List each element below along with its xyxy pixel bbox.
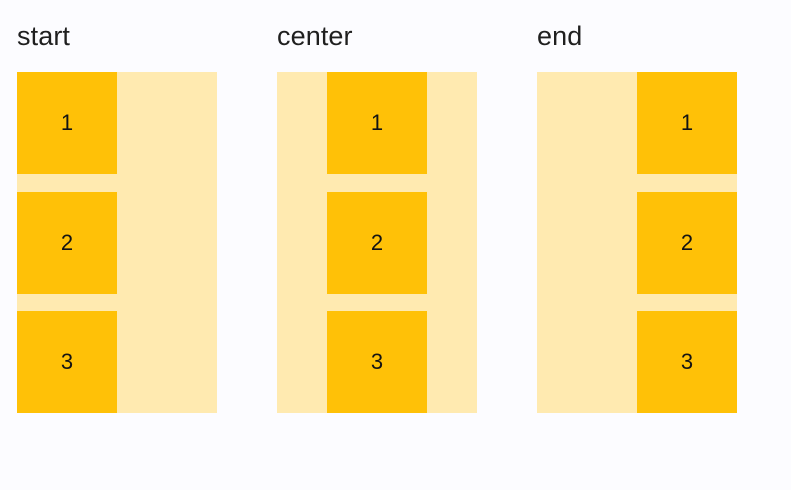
demo-column-center: center 1 2 3: [277, 20, 477, 413]
flex-item: 1: [17, 72, 117, 174]
flex-item: 2: [17, 191, 117, 294]
flex-item: 2: [327, 191, 427, 294]
column-label-center: center: [277, 21, 353, 51]
flex-item: 3: [17, 311, 117, 413]
column-label-end: end: [537, 21, 583, 51]
column-label-start: start: [17, 21, 71, 51]
flex-container-center: 1 2 3: [277, 72, 477, 413]
flex-item: 3: [637, 311, 737, 413]
flex-item: 1: [637, 72, 737, 174]
flex-item: 2: [637, 191, 737, 294]
flex-container-start: 1 2 3: [17, 72, 217, 413]
flex-item: 3: [327, 311, 427, 413]
flex-item: 1: [327, 72, 427, 174]
demo-column-start: start 1 2 3: [17, 20, 217, 413]
demo-column-end: end 1 2 3: [537, 20, 737, 413]
flex-container-end: 1 2 3: [537, 72, 737, 413]
